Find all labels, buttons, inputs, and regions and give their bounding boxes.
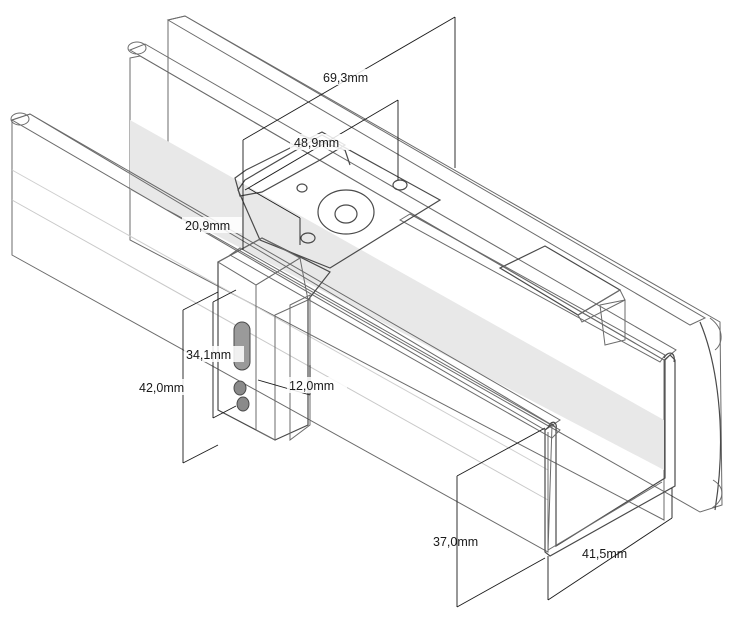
- dim-label-profile-height: 37,0mm: [433, 535, 478, 549]
- profile-front-channel: [10, 112, 561, 553]
- end-plate: [498, 245, 626, 346]
- bracket-hole-lower-left: [233, 380, 247, 396]
- small-hole-right: [392, 179, 408, 191]
- profile-back-wall: [166, 15, 723, 513]
- dim-label-tab-depth: 20,9mm: [185, 219, 230, 233]
- profile-lip-rail: [229, 213, 666, 439]
- profile-inner-panel: [129, 55, 665, 521]
- dim-label-profile-width: 41,5mm: [582, 547, 627, 561]
- countersunk-hole: [317, 189, 375, 235]
- dim-label-slot-length: 34,1mm: [186, 348, 231, 362]
- dim-label-bracket-thickness: 12,0mm: [289, 379, 334, 393]
- dim-label-bracket-height: 42,0mm: [139, 381, 184, 395]
- dim-label-tab-width: 48,9mm: [294, 136, 339, 150]
- dimension-labels: 69,3mm 48,9mm 20,9mm 34,1mm 42,0mm 12,0m…: [138, 69, 627, 561]
- bracket-hole-lower-right: [236, 396, 250, 412]
- small-hole-left: [300, 232, 316, 244]
- dim-label-bracket-length: 69,3mm: [323, 71, 368, 85]
- small-hole-tab: [296, 183, 308, 193]
